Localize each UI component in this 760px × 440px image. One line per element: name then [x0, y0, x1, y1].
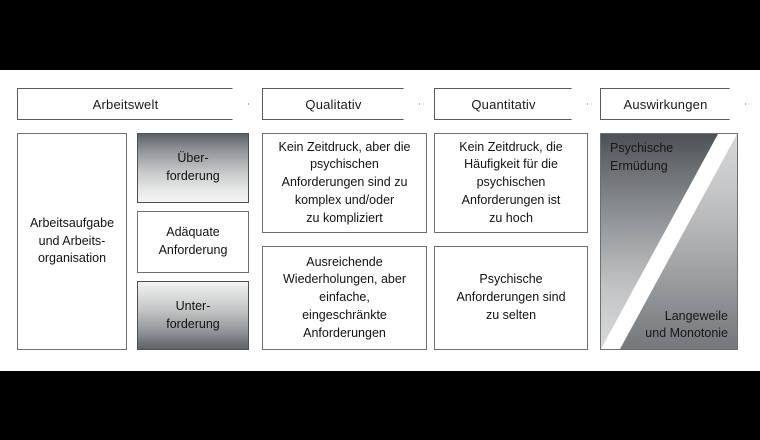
column-header-label: Auswirkungen [623, 96, 708, 112]
box-ueberforderung: Über- forderung [137, 133, 249, 203]
box-label: Adäquate Anforderung [158, 225, 228, 257]
effects-bottom-label: Langeweile und Monotonie [645, 308, 728, 341]
column-header-quantitativ: Quantitativ [434, 88, 588, 120]
column-header-label: Arbeitswelt [92, 96, 159, 112]
column-header-auswirkungen: Auswirkungen [600, 88, 746, 120]
letterbox-top [0, 0, 760, 70]
figure-canvas: Arbeitswelt Qualitativ Quantitativ Auswi… [0, 70, 760, 371]
box-label: Über- forderung [166, 151, 220, 183]
column-header-arbeitswelt: Arbeitswelt [17, 88, 249, 120]
box-quantitativ-unterforderung: Psychische Anforderungen sind zu selten [434, 246, 588, 350]
panel-auswirkungen: Psychische Ermüdung Langeweile und Monot… [600, 133, 738, 350]
box-label: Arbeitsaufgabe und Arbeits- organisation [29, 215, 115, 266]
effects-top-label: Psychische Ermüdung [610, 141, 674, 173]
box-label: Kein Zeitdruck, die Häufigkeit für die p… [459, 139, 563, 225]
box-quantitativ-ueberforderung: Kein Zeitdruck, die Häufigkeit für die p… [434, 133, 588, 233]
column-header-label: Qualitativ [305, 96, 362, 112]
letterbox-bottom [0, 371, 760, 440]
box-label: Psychische Anforderungen sind zu selten [456, 272, 566, 322]
box-label: Unter- forderung [166, 298, 220, 331]
box-adaequate-anforderung: Adäquate Anforderung [137, 211, 249, 273]
box-unterforderung: Unter- forderung [137, 281, 249, 350]
column-header-label: Quantitativ [471, 96, 536, 112]
box-label: Kein Zeitdruck, aber die psychischen Anf… [278, 139, 411, 225]
box-qualitativ-unterforderung: Ausreichende Wiederholungen, aber einfac… [262, 246, 427, 350]
box-arbeitsaufgabe-organisation: Arbeitsaufgabe und Arbeits- organisation [17, 133, 127, 350]
box-label: Ausreichende Wiederholungen, aber einfac… [283, 254, 406, 340]
column-header-qualitativ: Qualitativ [262, 88, 420, 120]
box-qualitativ-ueberforderung: Kein Zeitdruck, aber die psychischen Anf… [262, 133, 427, 233]
